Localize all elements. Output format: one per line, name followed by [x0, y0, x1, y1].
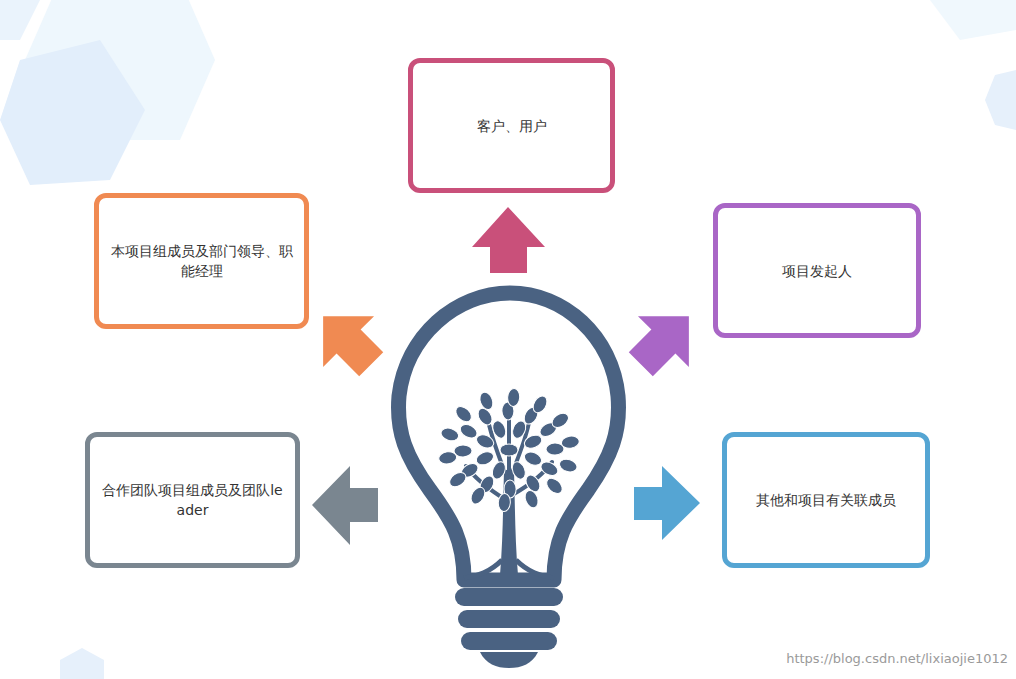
hexagon	[985, 70, 1016, 130]
tree-leaf	[544, 475, 565, 496]
box-label: 合作团队项目组成员及团队leader	[100, 480, 285, 520]
hexagon	[930, 0, 1016, 40]
tree-leaf	[522, 433, 543, 451]
block-arrow	[298, 291, 397, 390]
bulb-base-ring	[461, 632, 557, 650]
tree-leaf	[498, 493, 511, 512]
tree-leaf	[500, 444, 518, 456]
lightbulb	[398, 293, 618, 668]
hexagon	[0, 40, 145, 185]
block-arrow	[472, 207, 545, 273]
tree-leaf	[490, 419, 508, 440]
stakeholder-box: 本项目组成员及部门领导、职能经理	[94, 193, 309, 329]
tree-leaf	[561, 435, 581, 450]
tree-leaf	[549, 410, 571, 430]
tree-leaf	[458, 422, 480, 441]
box-label: 其他和项目有关联成员	[756, 490, 896, 510]
tree-root	[516, 560, 554, 578]
box-label: 项目发起人	[782, 261, 852, 281]
stakeholder-box: 项目发起人	[713, 203, 921, 338]
block-arrow	[615, 291, 714, 390]
tree-root	[464, 560, 502, 578]
stakeholder-box: 客户、用户	[408, 58, 615, 193]
bulb-outline	[398, 293, 618, 580]
bulb-base-ring	[455, 588, 563, 606]
stakeholder-box: 合作团队项目组成员及团队leader	[85, 432, 300, 568]
tree-leaf	[539, 459, 561, 478]
tree-leaf	[478, 390, 496, 411]
block-arrow	[634, 466, 700, 540]
watermark: https://blog.csdn.net/lixiaojie1012	[786, 651, 1008, 666]
tree-leaf	[530, 394, 549, 416]
box-label: 客户、用户	[477, 116, 547, 136]
box-label: 本项目组成员及部门领导、职能经理	[109, 241, 294, 281]
tree-trunk	[500, 470, 518, 575]
tree-leaf	[510, 460, 528, 481]
bulb-base-ring	[458, 610, 560, 628]
stakeholder-box: 其他和项目有关联成员	[722, 432, 930, 568]
tree-leaf	[507, 388, 520, 407]
tree-leaf	[474, 449, 495, 467]
tree-leaf	[474, 432, 495, 450]
tree-leaf	[453, 404, 474, 425]
bulb-tip	[480, 652, 538, 668]
tree-leaf	[447, 470, 469, 490]
tree-leaf	[468, 485, 487, 507]
hexagon	[0, 0, 40, 40]
tree-leaf	[438, 451, 458, 466]
block-arrow	[312, 466, 378, 545]
hexagon	[60, 648, 104, 679]
tree-leaf	[522, 450, 543, 468]
tree-leaf	[439, 426, 460, 443]
tree-leaf	[558, 457, 579, 474]
arrows	[298, 207, 715, 545]
tree-leaf	[523, 489, 541, 510]
tree	[438, 388, 580, 578]
